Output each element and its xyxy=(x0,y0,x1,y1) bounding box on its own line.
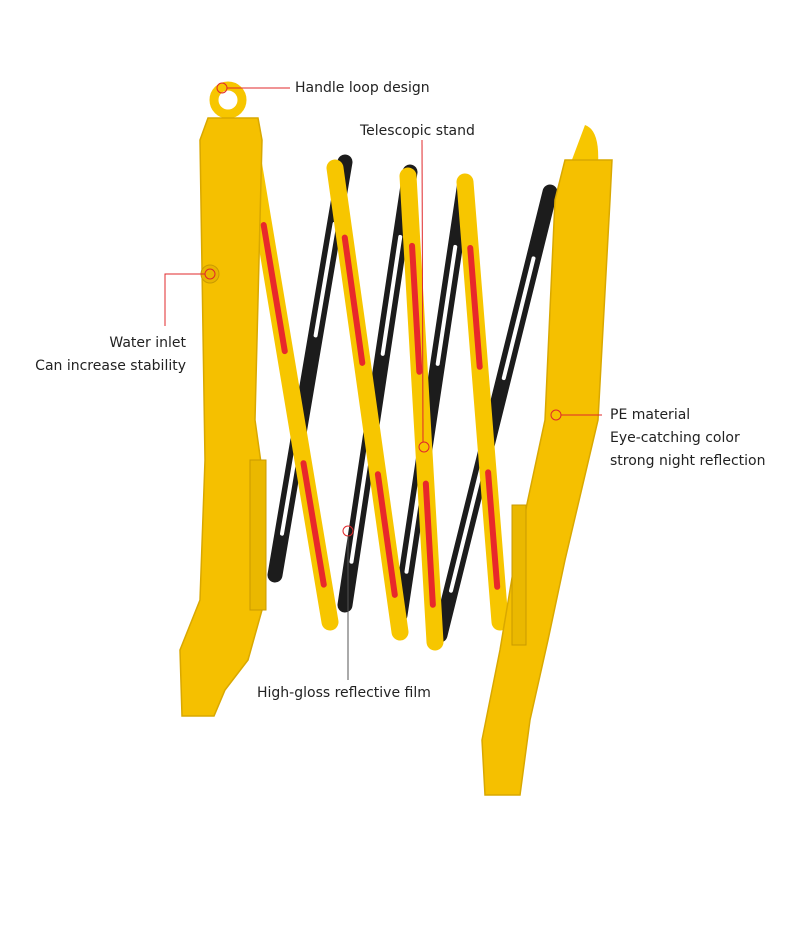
white-reflective-strip xyxy=(313,221,337,338)
red-reflective-strip xyxy=(485,469,501,590)
callout-handle-loop: Handle loop design xyxy=(295,80,430,96)
callout-water-inlet: Water inlet Can increase stability xyxy=(35,332,186,378)
callout-pe-material: PE material Eye-catching color strong ni… xyxy=(610,404,765,473)
white-reflective-strip xyxy=(501,256,536,381)
callout-water-line2: Can increase stability xyxy=(35,358,186,374)
red-reflective-strip xyxy=(341,234,366,366)
right-post xyxy=(481,125,613,796)
red-reflective-strip xyxy=(374,471,398,598)
black-slats xyxy=(267,154,558,643)
white-reflective-strip xyxy=(380,234,403,356)
callout-telescopic-stand: Telescopic stand xyxy=(360,123,475,139)
red-reflective-strip xyxy=(300,460,327,588)
callout-pe-line3: strong night reflection xyxy=(610,453,766,469)
red-reflective-strip xyxy=(422,480,436,608)
yellow-slats xyxy=(243,146,509,651)
callout-reflective-film: High-gloss reflective film xyxy=(257,685,431,701)
red-reflective-strip xyxy=(467,245,483,370)
white-reflective-strip xyxy=(449,464,484,593)
red-reflective-strip xyxy=(260,222,288,355)
callout-water-line1: Water inlet xyxy=(109,335,186,351)
white-reflective-strip xyxy=(435,244,458,366)
callout-lines xyxy=(164,82,602,680)
callout-pe-line2: Eye-catching color xyxy=(610,430,740,446)
red-reflective-strip xyxy=(409,242,423,375)
left-post xyxy=(179,81,267,717)
white-reflective-strip xyxy=(349,438,372,564)
callout-pe-line1: PE material xyxy=(610,407,691,423)
